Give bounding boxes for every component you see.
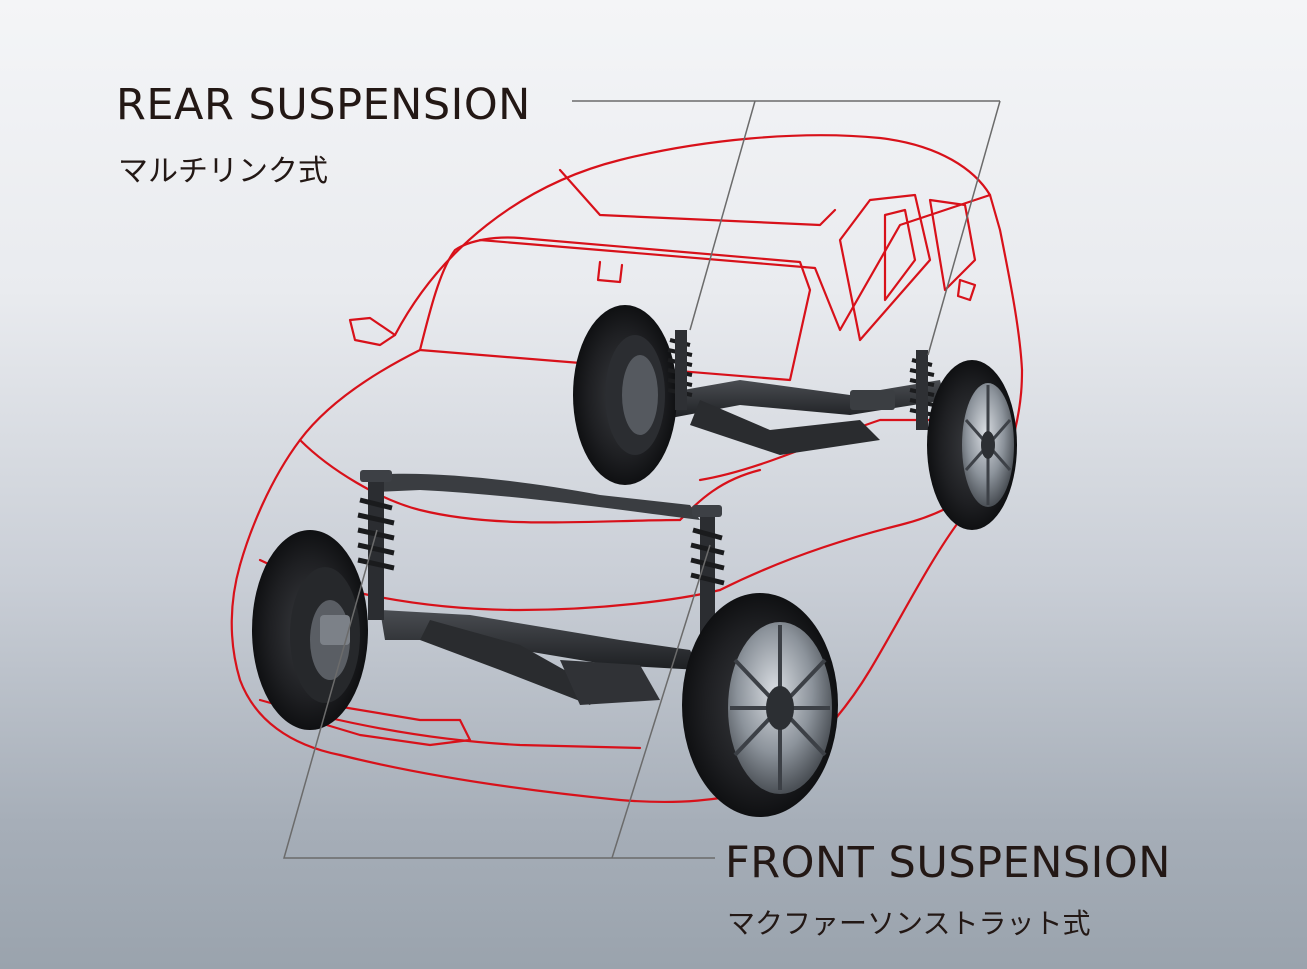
rear-suspension-type: マルチリンク式 xyxy=(118,154,328,189)
front-right-wheel xyxy=(682,593,838,817)
front-axle xyxy=(252,470,838,817)
front-suspension-type: マクファーソンストラット式 xyxy=(727,907,1091,940)
rear-right-wheel xyxy=(927,360,1017,530)
leader-lines xyxy=(283,100,1001,859)
front-suspension-title: FRONT SUSPENSION xyxy=(725,838,1171,888)
rear-left-wheel xyxy=(573,305,677,485)
rear-suspension-title: REAR SUSPENSION xyxy=(116,80,531,130)
rear-axle xyxy=(573,305,1017,530)
front-right-strut xyxy=(690,505,725,645)
rear-left-coil-spring xyxy=(667,330,693,410)
front-left-wheel xyxy=(252,530,368,730)
rear-right-coil-spring xyxy=(909,350,935,430)
